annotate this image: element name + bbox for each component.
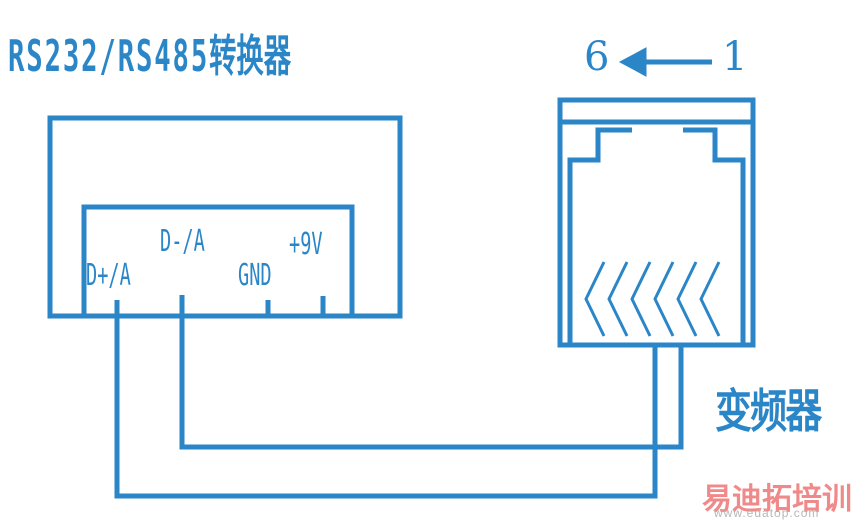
rj45-pin-6-label: 6 [584,34,610,80]
rj45-contact [699,261,721,337]
pin-label-d-plus: D+/A [86,258,131,293]
pin-label-d-minus: D-/A [160,224,205,259]
converter-title-cn: 转换器 [209,31,291,82]
rj45-contact [584,261,606,337]
rj45-contact [676,261,698,337]
left-arrow-icon [618,47,712,77]
inverter-label: 变频器 [715,384,822,438]
rj45-contacts [584,261,721,337]
rj45-contact [630,261,652,337]
watermark-logo-text: 易迪拓培训 [702,482,852,517]
rj45-contact [653,261,675,337]
watermark-url: www.edatop.com [714,506,820,520]
rj45-jack-outline [567,127,632,345]
pin-label-gnd: GND [238,258,272,293]
rj45-pin-1-label: 1 [722,34,748,80]
wire-d-minus [179,316,684,450]
rj45-jack-outline-right [683,127,746,345]
rj45-contact [607,261,629,337]
converter-title-latin: RS232/RS485 [8,31,210,82]
converter-terminal-box [81,204,355,319]
pin-label-plus-9v: +9V [289,227,323,262]
converter-title: RS232/RS485转换器 [8,20,291,84]
wire-d-plus [114,300,658,499]
